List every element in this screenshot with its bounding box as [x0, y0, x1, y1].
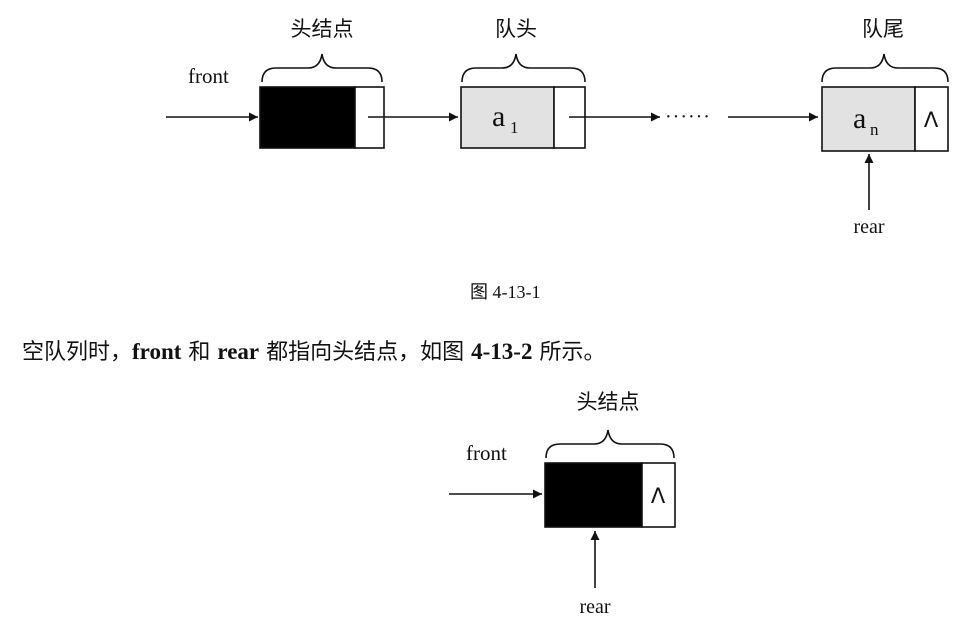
front-label: front	[188, 64, 229, 88]
node-a1-data-field	[460, 86, 555, 149]
queue-tail-label: 队尾	[862, 17, 904, 41]
paragraph-front: front	[132, 339, 182, 364]
node-an: a n Λ	[821, 86, 949, 152]
empty-head-node-data-field	[544, 462, 643, 528]
paragraph-rear: rear	[217, 339, 260, 364]
queue-head-label: 队头	[495, 17, 537, 41]
node-an-data-field	[821, 86, 916, 152]
figure-4-13-1: 头结点 队头 队尾 front a 1 ······ a	[166, 17, 949, 238]
empty-head-node-brace	[545, 429, 675, 459]
body-paragraph: 空队列时，front 和 rear 都指向头结点，如图 4-13-2 所示。	[22, 334, 962, 366]
node-an-letter: a	[853, 102, 866, 135]
head-node-label: 头结点	[291, 17, 354, 41]
queue-head-brace	[461, 53, 586, 83]
figure-4-13-2: 头结点 front Λ rear	[449, 390, 676, 618]
node-an-subscript: n	[870, 120, 879, 139]
node-a1-letter: a	[492, 100, 505, 133]
queue-tail-brace	[821, 53, 949, 83]
paragraph-text-3: 都指向头结点，如图	[259, 340, 472, 365]
null-pointer-symbol: Λ	[924, 108, 939, 132]
figure-caption: 图 4-13-1	[470, 282, 541, 302]
empty-null-pointer-symbol: Λ	[651, 484, 666, 508]
empty-rear-label: rear	[579, 596, 610, 618]
empty-front-label: front	[466, 441, 507, 465]
node-a1: a 1	[460, 86, 586, 149]
head-node-brace	[261, 53, 383, 83]
head-node-data-field	[259, 86, 356, 149]
rear-label: rear	[853, 216, 884, 238]
paragraph-text-1: 空队列时，	[22, 340, 133, 365]
node-an-next-field	[914, 86, 949, 152]
node-a1-subscript: 1	[510, 118, 519, 137]
empty-head-node-next-field	[641, 462, 676, 528]
empty-head-node: Λ	[544, 462, 676, 528]
paragraph-figure-ref: 4-13-2	[471, 339, 533, 364]
paragraph-text-2: 和	[181, 340, 218, 365]
head-node	[259, 86, 385, 149]
ellipsis: ······	[665, 106, 711, 128]
empty-head-node-label: 头结点	[577, 390, 640, 414]
paragraph-text-4: 所示。	[532, 340, 606, 365]
